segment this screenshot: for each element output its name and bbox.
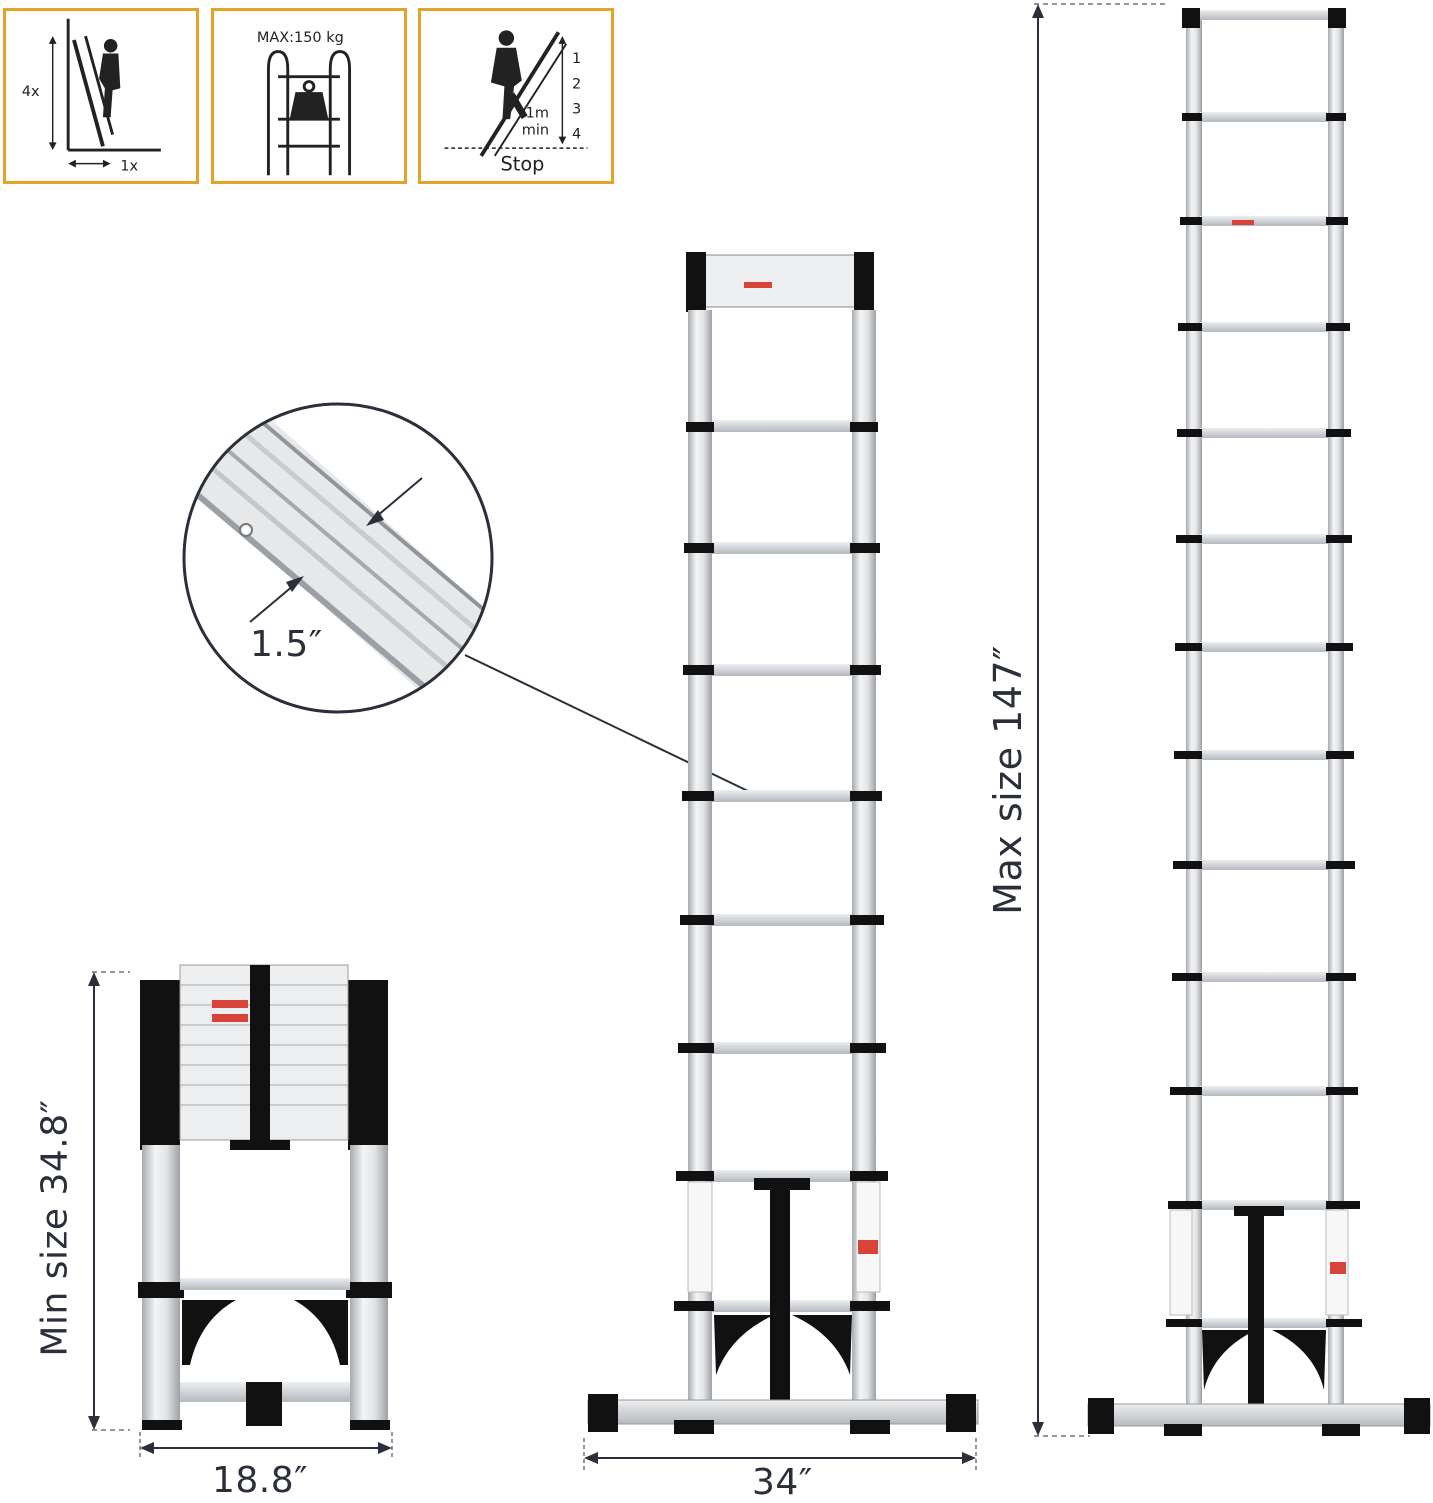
- middle-ladder: [587, 252, 979, 1434]
- tube-detail-magnifier: [182, 402, 751, 793]
- safety-step-2: 2: [572, 76, 581, 92]
- max-size-label: Max size 147″: [986, 645, 1030, 915]
- right-ladder-rungs: [1166, 112, 1362, 1328]
- ratio-vertical-label: 4x: [22, 84, 40, 100]
- ratio-icon-box: 4x 1x: [3, 8, 199, 184]
- closed-width-dimension: [139, 1432, 393, 1460]
- right-ladder: [1087, 8, 1431, 1436]
- safety-step-1: 1: [572, 51, 581, 67]
- capacity-icon-box: MAX:150 kg: [211, 8, 407, 184]
- safety-step-4: 4: [572, 127, 581, 143]
- tube-width-label: 1.5″: [250, 624, 323, 665]
- stop-label: Stop: [501, 152, 545, 175]
- closed-width-label: 18.8″: [212, 1460, 309, 1501]
- capacity-label: MAX:150 kg: [257, 30, 344, 46]
- min-size-dimension: [88, 971, 130, 1431]
- ratio-horizontal-label: 1x: [120, 158, 138, 174]
- base-width-dimension: [583, 1438, 977, 1470]
- safety-min-label-2: min: [522, 123, 549, 139]
- closed-ladder: [138, 964, 392, 1430]
- weight-capacity-icon: MAX:150 kg: [257, 30, 352, 176]
- min-size-label: Min size 34.8″: [34, 1099, 76, 1357]
- middle-ladder-rungs: [674, 420, 890, 1312]
- climbing-safety-icon: 1 2 3 4 1m min Stop: [444, 30, 588, 175]
- base-width-label: 34″: [752, 1462, 813, 1503]
- safety-icon-box: 1 2 3 4 1m min Stop: [418, 8, 614, 184]
- safety-min-label-1: 1m: [526, 105, 549, 121]
- ladder-angle-ratio-icon: 4x 1x: [22, 18, 161, 174]
- safety-step-3: 3: [572, 101, 581, 117]
- max-size-dimension: [1032, 3, 1166, 1437]
